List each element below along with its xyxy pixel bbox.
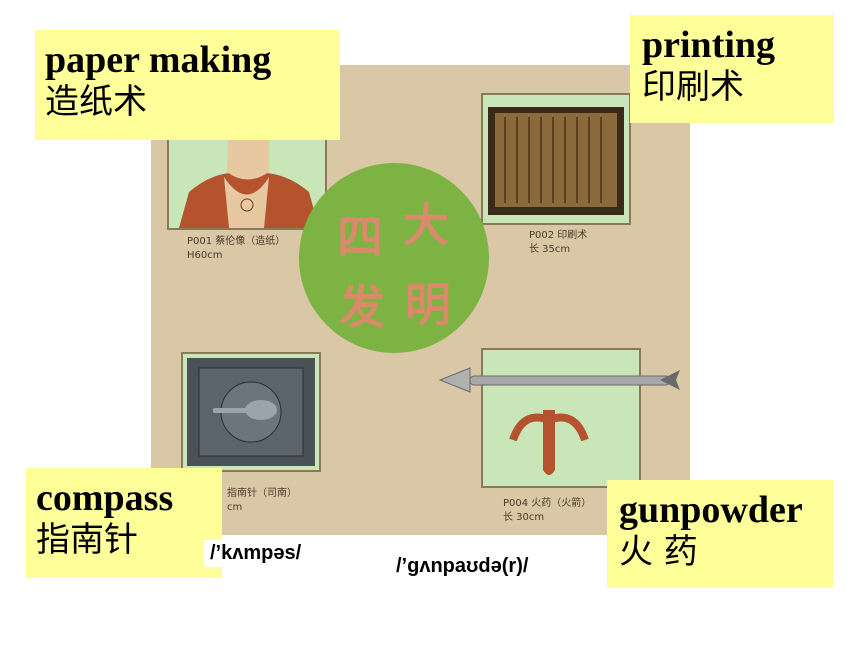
circle-char-ming: 明 [405, 278, 451, 332]
paper-making-en: paper making [45, 39, 272, 81]
gunpowder-zh: 火 药 [619, 532, 698, 572]
gunpowder-en: gunpowder [619, 489, 803, 531]
printing-en: printing [642, 24, 776, 66]
compass-label: compass 指南针 [26, 468, 222, 578]
gunpowder-caption: P004 火药（火箭） 长 30cm [503, 498, 592, 523]
paper-making-label: paper making 造纸术 [35, 30, 340, 140]
gunpowder-label: gunpowder 火 药 [607, 480, 833, 588]
printing-block-image [483, 95, 629, 223]
compass-tile [181, 352, 321, 472]
circle-char-fa: 发 [339, 280, 385, 334]
compass-zh: 指南针 [36, 520, 138, 560]
gunpowder-phonetic: /’gʌnpaʊdə(r)/ [396, 555, 529, 578]
rocket-arrow-image [483, 350, 639, 486]
printing-tile [481, 93, 631, 225]
compass-phonetic: /’kʌmpəs/ [204, 540, 308, 567]
circle-char-da: 大 [403, 198, 449, 252]
compass-spoon-image [183, 354, 319, 470]
circle-char-si: 四 [337, 210, 383, 264]
paper-making-zh: 造纸术 [45, 82, 147, 122]
printing-caption: P002 印刷术 长 35cm [529, 230, 588, 255]
paper-making-caption: P001 蔡伦像（造纸） H60cm [187, 236, 286, 261]
printing-zh: 印刷术 [642, 67, 744, 107]
gunpowder-tile [481, 348, 641, 488]
compass-caption: 指南针（司南） cm [227, 488, 297, 513]
compass-en: compass [36, 477, 174, 519]
four-inventions-circle: 四 大 发 明 [299, 163, 489, 353]
printing-label: printing 印刷术 [630, 15, 834, 123]
